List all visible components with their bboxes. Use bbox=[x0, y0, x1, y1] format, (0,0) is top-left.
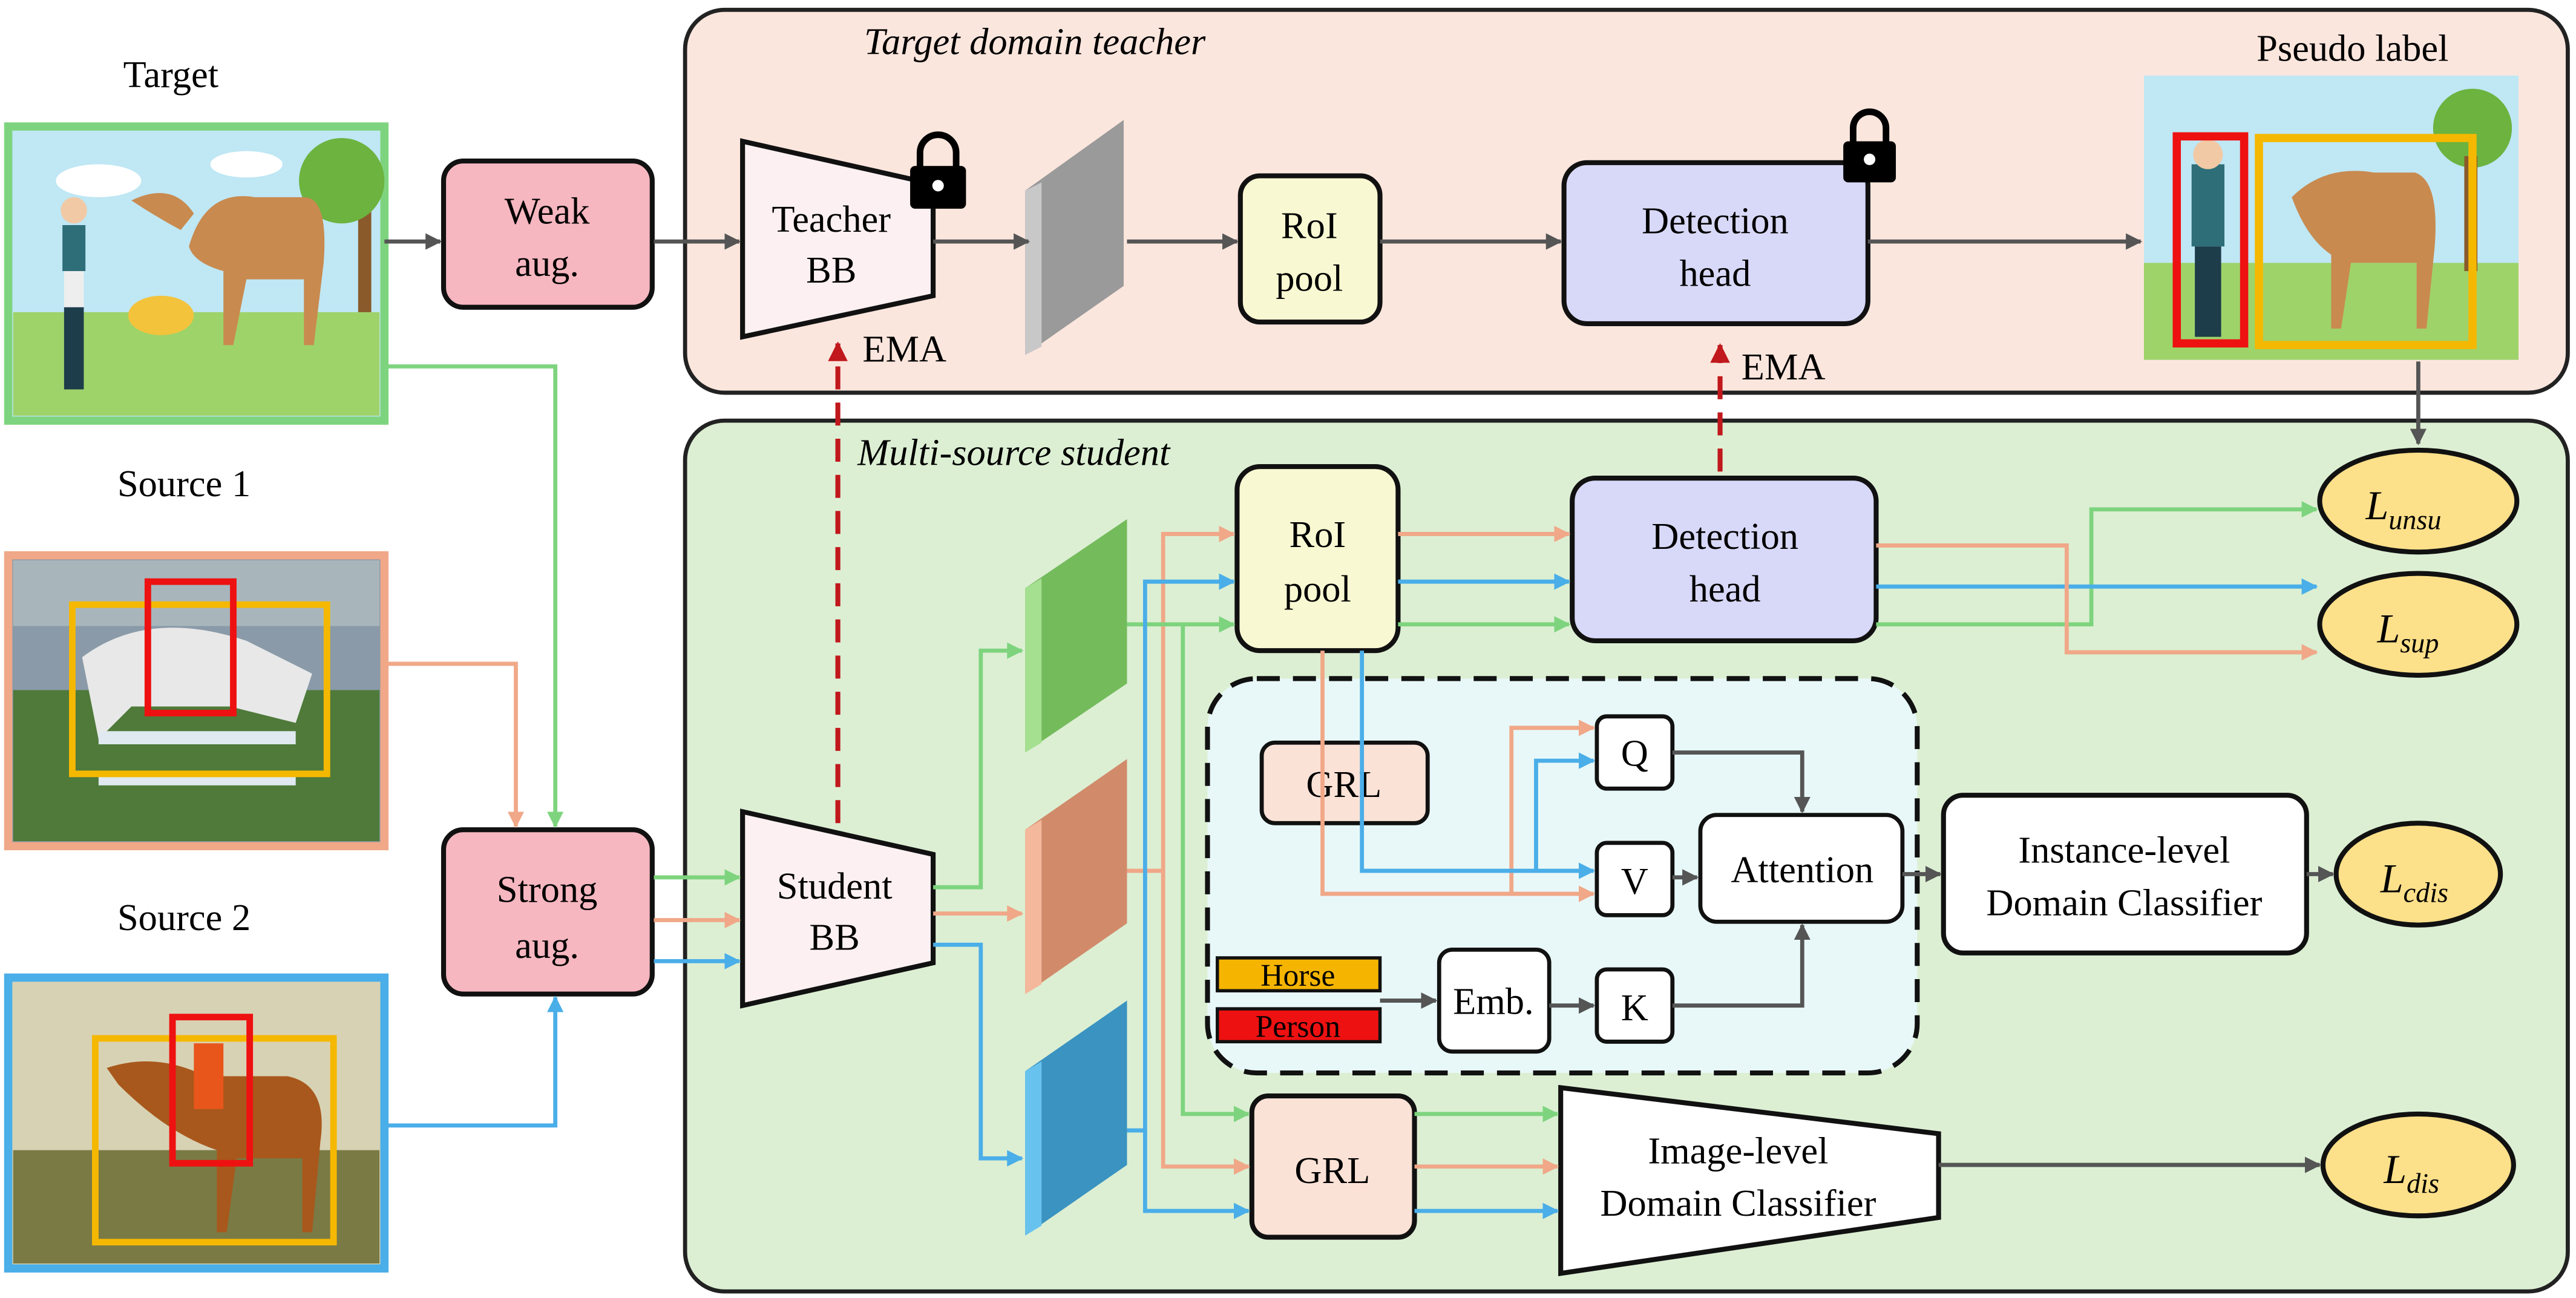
svg-text:Domain Classifier: Domain Classifier bbox=[1600, 1182, 1876, 1224]
horse-tag: Horse bbox=[1216, 956, 1382, 993]
person-tag: Person bbox=[1216, 1007, 1382, 1044]
v-box: V bbox=[1594, 841, 1675, 917]
backbone-to-features bbox=[933, 642, 1024, 1167]
grl-image-box: GRL bbox=[1249, 1093, 1417, 1240]
svg-text:Horse: Horse bbox=[1260, 959, 1335, 993]
svg-text:Person: Person bbox=[1256, 1009, 1341, 1044]
attention-arrows bbox=[1380, 750, 2335, 1014]
ema-label-right: EMA bbox=[1742, 346, 1826, 388]
svg-text:Ldis: Ldis bbox=[2383, 1147, 2439, 1199]
roi-to-head bbox=[1398, 525, 1571, 633]
svg-text:Image-level: Image-level bbox=[1648, 1129, 1828, 1172]
svg-text:Attention: Attention bbox=[1731, 848, 1873, 891]
svg-text:Lunsu: Lunsu bbox=[2365, 483, 2441, 535]
svg-text:head: head bbox=[1689, 568, 1761, 610]
head-to-losses bbox=[1876, 501, 2318, 661]
source1-label: Source 1 bbox=[117, 462, 251, 505]
svg-text:RoI: RoI bbox=[1281, 205, 1338, 247]
source2-image bbox=[4, 973, 389, 1273]
lock-icon bbox=[910, 131, 966, 209]
svg-text:K: K bbox=[1621, 986, 1648, 1029]
k-box: K bbox=[1594, 967, 1675, 1044]
lock-icon bbox=[1843, 108, 1896, 183]
svg-text:Detection: Detection bbox=[1651, 515, 1798, 557]
student-panel-title: Multi-source student bbox=[857, 431, 1171, 473]
svg-text:Emb.: Emb. bbox=[1453, 980, 1534, 1022]
svg-text:Q: Q bbox=[1621, 732, 1648, 774]
source1-image bbox=[4, 551, 389, 851]
svg-text:Student: Student bbox=[777, 865, 893, 907]
teacher-feature-map bbox=[1025, 120, 1124, 355]
target-image bbox=[4, 122, 389, 425]
teacher-panel-title: Target domain teacher bbox=[864, 21, 1206, 63]
svg-text:GRL: GRL bbox=[1306, 763, 1381, 805]
pseudo-label-title: Pseudo label bbox=[2256, 27, 2448, 69]
ema-label-left: EMA bbox=[862, 327, 946, 370]
input-arrows bbox=[384, 364, 741, 1128]
svg-text:BB: BB bbox=[806, 249, 856, 291]
feature-routing bbox=[1127, 525, 1251, 1219]
svg-text:aug.: aug. bbox=[515, 242, 579, 284]
svg-text:Lcdis: Lcdis bbox=[2380, 856, 2448, 908]
instance-classifier-box: Instance-level Domain Classifier bbox=[1941, 793, 2309, 955]
attention-box: Attention bbox=[1698, 813, 1905, 924]
grl-to-image-classifier bbox=[1414, 1106, 2322, 1219]
svg-text:Teacher: Teacher bbox=[772, 198, 891, 240]
svg-text:head: head bbox=[1679, 252, 1751, 294]
emb-box: Emb. bbox=[1437, 947, 1552, 1054]
svg-text:Strong: Strong bbox=[497, 868, 598, 911]
svg-text:pool: pool bbox=[1284, 568, 1351, 610]
roi-to-attention bbox=[1320, 651, 1596, 902]
svg-text:Lsup: Lsup bbox=[2376, 606, 2439, 658]
loss-dis: Ldis bbox=[2320, 1111, 2516, 1219]
svg-text:BB: BB bbox=[810, 916, 860, 958]
svg-text:aug.: aug. bbox=[515, 924, 579, 966]
teacher-arrows bbox=[384, 233, 2427, 445]
svg-text:Weak: Weak bbox=[505, 189, 590, 232]
pseudo-label-image bbox=[2143, 75, 2519, 360]
loss-sup: Lsup bbox=[2317, 571, 2520, 678]
svg-text:GRL: GRL bbox=[1294, 1149, 1370, 1191]
svg-text:Detection: Detection bbox=[1642, 200, 1789, 242]
student-backbone: Student BB bbox=[740, 808, 936, 1009]
loss-cdis: Lcdis bbox=[2333, 821, 2503, 928]
ema-arrows bbox=[828, 341, 1730, 860]
svg-text:V: V bbox=[1621, 860, 1648, 902]
loss-unsu: Lunsu bbox=[2317, 447, 2520, 555]
grl-instance-box: GRL bbox=[1259, 740, 1430, 825]
target-label: Target bbox=[123, 53, 218, 96]
svg-text:Domain Classifier: Domain Classifier bbox=[1986, 881, 2262, 923]
q-box: Q bbox=[1594, 714, 1675, 791]
image-classifier-box: Image-level Domain Classifier bbox=[1558, 1084, 1941, 1276]
student-roi-pool: RoI pool bbox=[1234, 464, 1401, 654]
feature-map-source1 bbox=[1025, 759, 1127, 994]
teacher-backbone: Teacher BB bbox=[740, 138, 936, 340]
teacher-detection-head: Detection head bbox=[1561, 160, 1870, 326]
feature-map-target bbox=[1025, 519, 1127, 753]
feature-map-source2 bbox=[1025, 1000, 1127, 1236]
svg-text:pool: pool bbox=[1276, 257, 1343, 300]
student-detection-head: Detection head bbox=[1570, 476, 1879, 643]
source2-label: Source 2 bbox=[117, 896, 251, 939]
weak-aug-box: Weak aug. bbox=[441, 159, 655, 310]
svg-text:RoI: RoI bbox=[1290, 513, 1346, 556]
svg-text:Instance-level: Instance-level bbox=[2018, 828, 2230, 871]
strong-aug-box: Strong aug. bbox=[441, 827, 655, 997]
teacher-roi-pool: RoI pool bbox=[1237, 173, 1383, 325]
